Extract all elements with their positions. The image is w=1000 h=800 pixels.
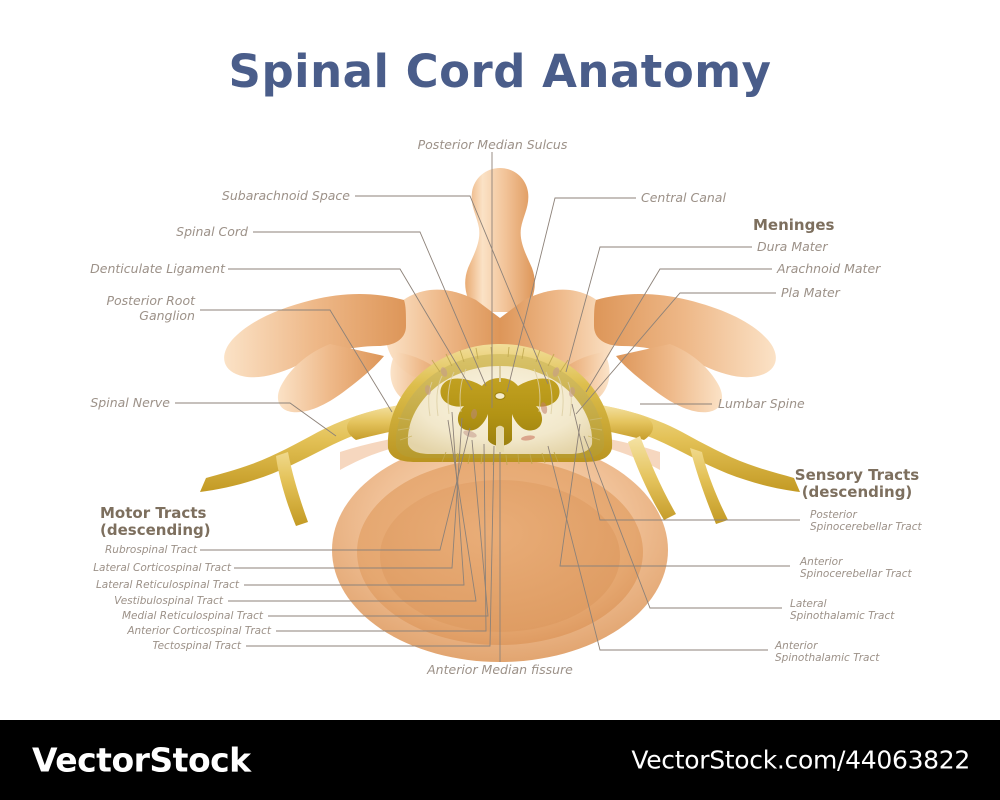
leader-medial-reticulospinal-tract [268, 439, 489, 617]
label-anterior-spinothalamic-tract-line1: Anterior [775, 640, 818, 652]
vertebral-body-core [380, 480, 620, 632]
label-arachnoid-mater: Arachnoid Mater [777, 261, 881, 276]
leader-lateral-reticulospinal-tract [244, 411, 465, 586]
spinal-nerves [200, 404, 800, 526]
label-lumbar-spine: Lumbar Spine [718, 396, 805, 411]
right-nerve-branch-2 [628, 436, 676, 520]
sensory-tracts-heading-line1: Sensory Tracts [794, 466, 920, 484]
sensory-tracts-heading-line2: (descending) [801, 483, 913, 501]
left-nerve-ganglion [347, 404, 422, 440]
right-nerve-branch [690, 448, 728, 524]
left-inferior-wing [277, 344, 384, 413]
leader-tectospinal-tract [246, 445, 495, 647]
dura-mater [387, 344, 613, 462]
footer-brand: VectorStock [32, 740, 251, 780]
label-posterior-spinocerebellar-tract-line2: Spinocerebellar Tract [810, 521, 922, 533]
label-medial-reticulospinal-tract: Medial Reticulospinal Tract [122, 610, 263, 622]
left-pedicle [390, 352, 452, 400]
label-anterior-spinothalamic-tract-line2: Spinothalamic Tract [775, 652, 880, 664]
vertebral-body-ring [357, 459, 643, 645]
right-nerve-ganglion [578, 404, 653, 440]
leader-rubrospinal-tract [200, 427, 471, 551]
leader-subarachnoid-space [355, 195, 549, 385]
leader-lateral-corticospinal-tract [234, 417, 463, 569]
label-central-canal: Central Canal [641, 190, 726, 205]
label-pla-mater: Pla Mater [781, 285, 840, 300]
label-posterior-root-ganglion-line1: Posterior Root [106, 293, 195, 308]
label-anterior-median-fissure: Anterior Median fissure [427, 662, 573, 677]
white-matter-striations-left [428, 368, 467, 417]
vertebra-bone [224, 168, 776, 662]
leader-denticulate-ligament [228, 268, 473, 391]
leader-spinal-nerve [175, 402, 337, 437]
label-spinal-cord: Spinal Cord [176, 224, 248, 239]
left-lamina [385, 289, 500, 392]
leader-central-canal [506, 197, 636, 393]
label-vestibulospinal-tract: Vestibulospinal Tract [114, 595, 223, 607]
label-spinal-nerve: Spinal Nerve [90, 395, 170, 410]
dorsal-rootlets [431, 346, 569, 373]
label-anterior-spinocerebellar-tract-line2: Spinocerebellar Tract [800, 568, 912, 580]
leader-vestibulospinal-tract [228, 419, 477, 602]
cord-vessels [424, 367, 576, 441]
right-pedicle [548, 352, 610, 400]
gray-matter [440, 378, 560, 446]
white-matter-striations-right [533, 368, 572, 417]
label-tectospinal-tract: Tectospinal Tract [152, 640, 241, 652]
ventral-rootlets [441, 451, 559, 466]
label-dura-mater: Dura Mater [757, 239, 828, 254]
label-posterior-spinocerebellar-tract-line1: Posterior [810, 509, 857, 521]
label-denticulate-ligament: Denticulate Ligament [90, 261, 225, 276]
left-spinal-nerve [200, 404, 408, 492]
right-inferior-wing [616, 344, 723, 413]
page-title: Spinal Cord Anatomy [228, 45, 772, 98]
leader-anterior-spinothalamic-tract [547, 445, 768, 651]
left-transverse-process [224, 294, 406, 378]
spinous-process [465, 168, 535, 312]
spinal-cord-group [387, 344, 613, 466]
footer-bar: VectorStock VectorStock.com/44063822 [0, 720, 1000, 800]
label-lateral-corticospinal-tract: Lateral Corticospinal Tract [93, 562, 231, 574]
label-posterior-root-ganglion-line2: Ganglion [139, 308, 195, 323]
leader-posterior-spinocerebellar-tract [571, 403, 800, 521]
label-posterior-median-sulcus: Posterior Median Sulcus [417, 137, 568, 152]
label-anterior-spinocerebellar-tract-line1: Anterior [800, 556, 843, 568]
leader-spinal-cord [253, 231, 487, 387]
motor-tracts-heading-line2: (descending) [100, 521, 211, 539]
anterior-median-fissure [496, 425, 504, 452]
meninges-heading: Meninges [753, 216, 835, 234]
label-rubrospinal-tract: Rubrospinal Tract [105, 544, 197, 556]
vertebral-body-outer [332, 438, 668, 662]
leader-arachnoid-mater [585, 268, 772, 393]
label-lateral-spinothalamic-tract-line2: Spinothalamic Tract [790, 610, 895, 622]
white-matter [407, 366, 593, 454]
right-transverse-process [594, 294, 776, 378]
denticulate-ligaments [397, 417, 603, 441]
label-anterior-corticospinal-tract: Anterior Corticospinal Tract [127, 625, 271, 637]
arachnoid-mater [395, 354, 605, 458]
left-nerve-branch [276, 452, 308, 526]
leader-dura-mater [565, 246, 752, 373]
label-lateral-reticulospinal-tract: Lateral Reticulospinal Tract [95, 579, 239, 591]
label-subarachnoid-space: Subarachnoid Space [221, 188, 350, 203]
leader-anterior-spinocerebellar-tract [559, 423, 790, 567]
motor-tracts-heading-line1: Motor Tracts [100, 504, 207, 522]
leader-anterior-corticospinal-tract [276, 443, 487, 632]
footer-url: VectorStock.com/44063822 [631, 745, 970, 775]
central-canal [494, 392, 506, 400]
leader-posterior-root-ganglion [200, 309, 393, 413]
right-lamina [500, 289, 615, 392]
label-lateral-spinothalamic-tract-line1: Lateral [790, 598, 827, 610]
leader-lateral-spinothalamic-tract [583, 435, 782, 609]
vertebral-body-top [340, 430, 660, 470]
